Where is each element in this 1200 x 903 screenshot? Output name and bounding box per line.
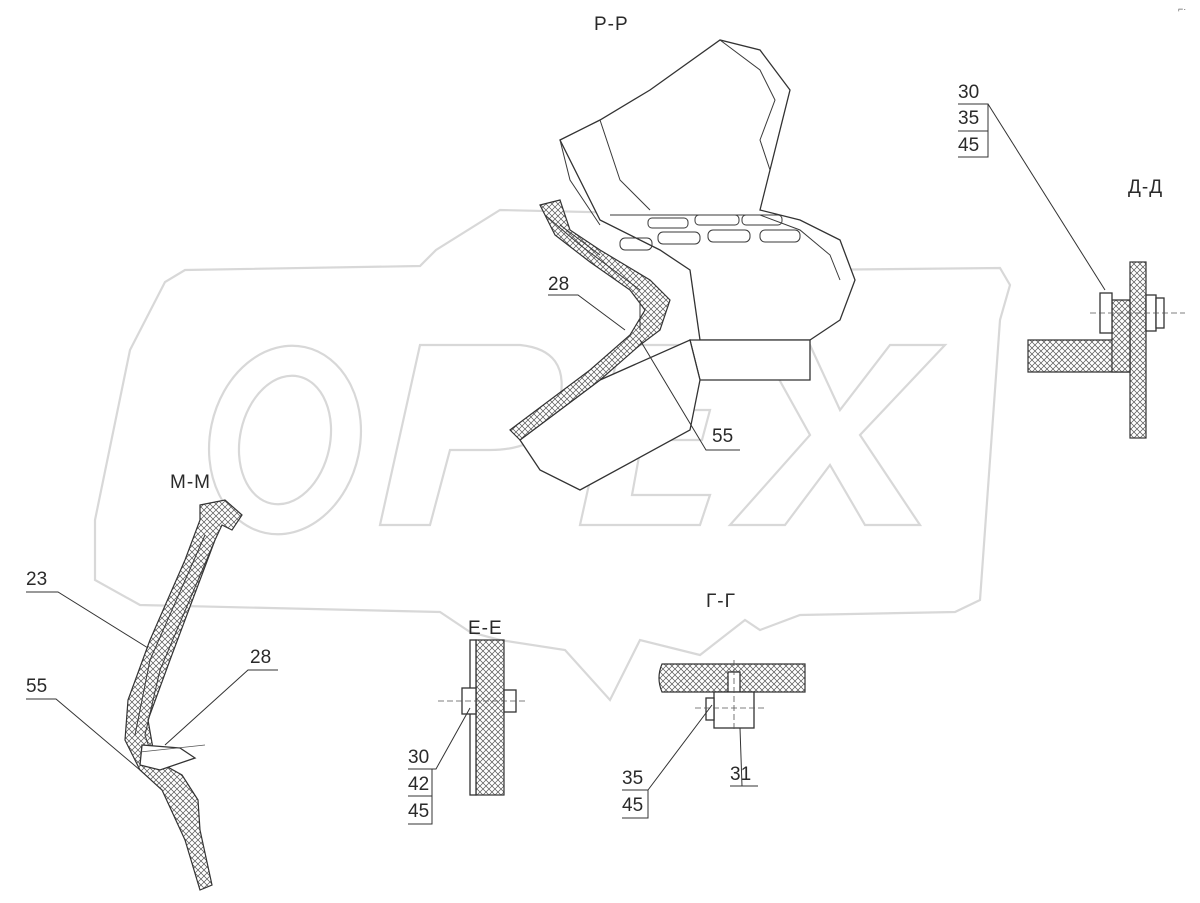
mm-callout-28: 28 (250, 647, 271, 668)
mm-callout-55: 55 (26, 676, 47, 697)
dd-callout-30: 30 (958, 82, 979, 103)
mm-profile-hatched (124, 499, 243, 891)
corner-mark: ⌐· (1178, 4, 1186, 14)
dd-vertical-plate (1129, 261, 1147, 439)
dd-callout-45: 45 (958, 135, 979, 156)
gg-callout-31: 31 (730, 764, 751, 785)
section-gg-title: Г-Г (706, 591, 736, 612)
section-pp: Р-Р 28 55 (509, 14, 856, 491)
ee-callout-42: 42 (408, 774, 429, 795)
ee-callout-45: 45 (408, 801, 429, 822)
ee-panel (475, 639, 505, 796)
ee-callout-30: 30 (408, 747, 429, 768)
section-ee: Е-Е 30 42 45 (408, 618, 525, 825)
section-ee-title: Е-Е (468, 618, 503, 639)
pp-callout-28: 28 (548, 274, 569, 295)
section-gg: Г-Г 35 45 31 (622, 591, 806, 819)
section-dd-title: Д-Д (1128, 177, 1163, 198)
gg-callout-45: 45 (622, 795, 643, 816)
pp-lower-block (689, 339, 811, 381)
gg-callout-35: 35 (622, 768, 643, 789)
section-pp-title: Р-Р (594, 14, 629, 35)
section-dd: Д-Д 30 35 45 (958, 82, 1185, 439)
section-mm: М-М 23 28 55 (26, 472, 278, 891)
dd-callout-35: 35 (958, 108, 979, 129)
mm-callout-23: 23 (26, 569, 47, 590)
pp-callout-55: 55 (712, 426, 733, 447)
section-mm-title: М-М (170, 472, 211, 493)
pp-body (559, 39, 856, 341)
